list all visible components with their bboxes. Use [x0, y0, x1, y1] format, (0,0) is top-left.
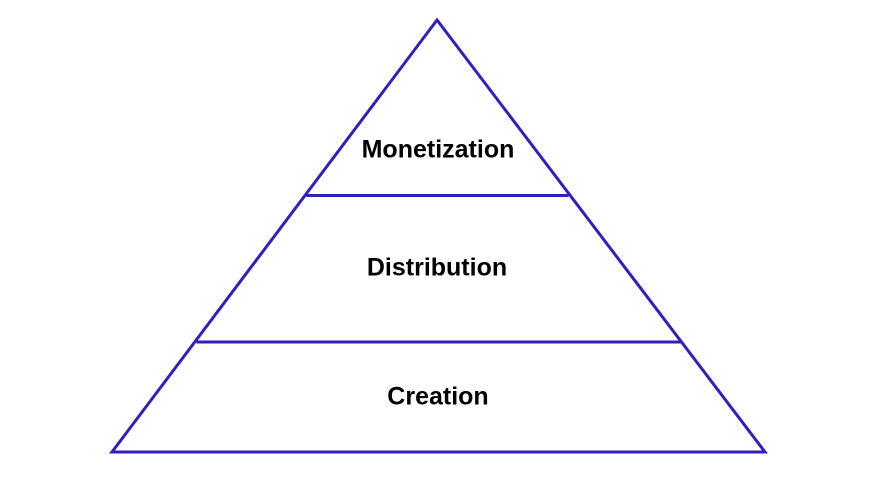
- layer-label-monetization: Monetization: [362, 136, 515, 164]
- layer-label-distribution: Distribution: [367, 254, 507, 282]
- layer-label-creation: Creation: [387, 383, 488, 411]
- pyramid-outline: [108, 17, 769, 454]
